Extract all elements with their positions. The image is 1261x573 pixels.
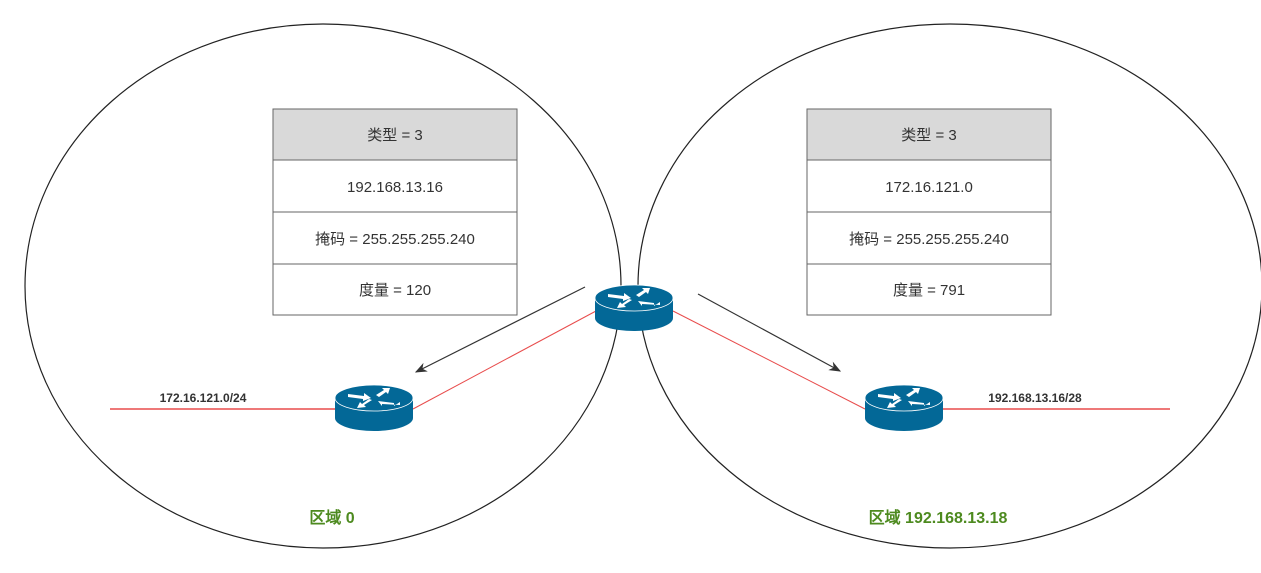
lsa-type: 类型 = 3 <box>901 127 956 144</box>
lsa-mask: 掩码 = 255.255.255.240 <box>315 231 475 248</box>
lsa-table-left: 类型 = 3 192.168.13.16 掩码 = 255.255.255.24… <box>272 108 518 316</box>
lsa-table-right: 类型 = 3 172.16.121.0 掩码 = 255.255.255.240… <box>806 108 1052 316</box>
area-label-right: 区域 192.168.13.18 <box>869 508 1008 527</box>
lsa-metric: 度量 = 791 <box>893 282 965 299</box>
link-abr-left <box>412 310 597 410</box>
router-left-icon <box>334 384 414 432</box>
network-label-right: 192.168.13.16/28 <box>988 391 1082 405</box>
area-label-left: 区域 0 <box>309 508 354 527</box>
abr-router-icon <box>594 284 674 332</box>
lsa-network: 172.16.121.0 <box>885 179 973 196</box>
network-label-left: 172.16.121.0/24 <box>160 391 247 405</box>
lsa-metric: 度量 = 120 <box>359 282 431 299</box>
lsa-flow-arrow-left <box>414 286 586 373</box>
lsa-flow-arrow-right <box>697 293 842 372</box>
link-abr-right <box>672 310 866 410</box>
lsa-network: 192.168.13.16 <box>347 179 443 196</box>
router-right-icon <box>864 384 944 432</box>
lsa-type: 类型 = 3 <box>367 127 422 144</box>
lsa-mask: 掩码 = 255.255.255.240 <box>849 231 1009 248</box>
